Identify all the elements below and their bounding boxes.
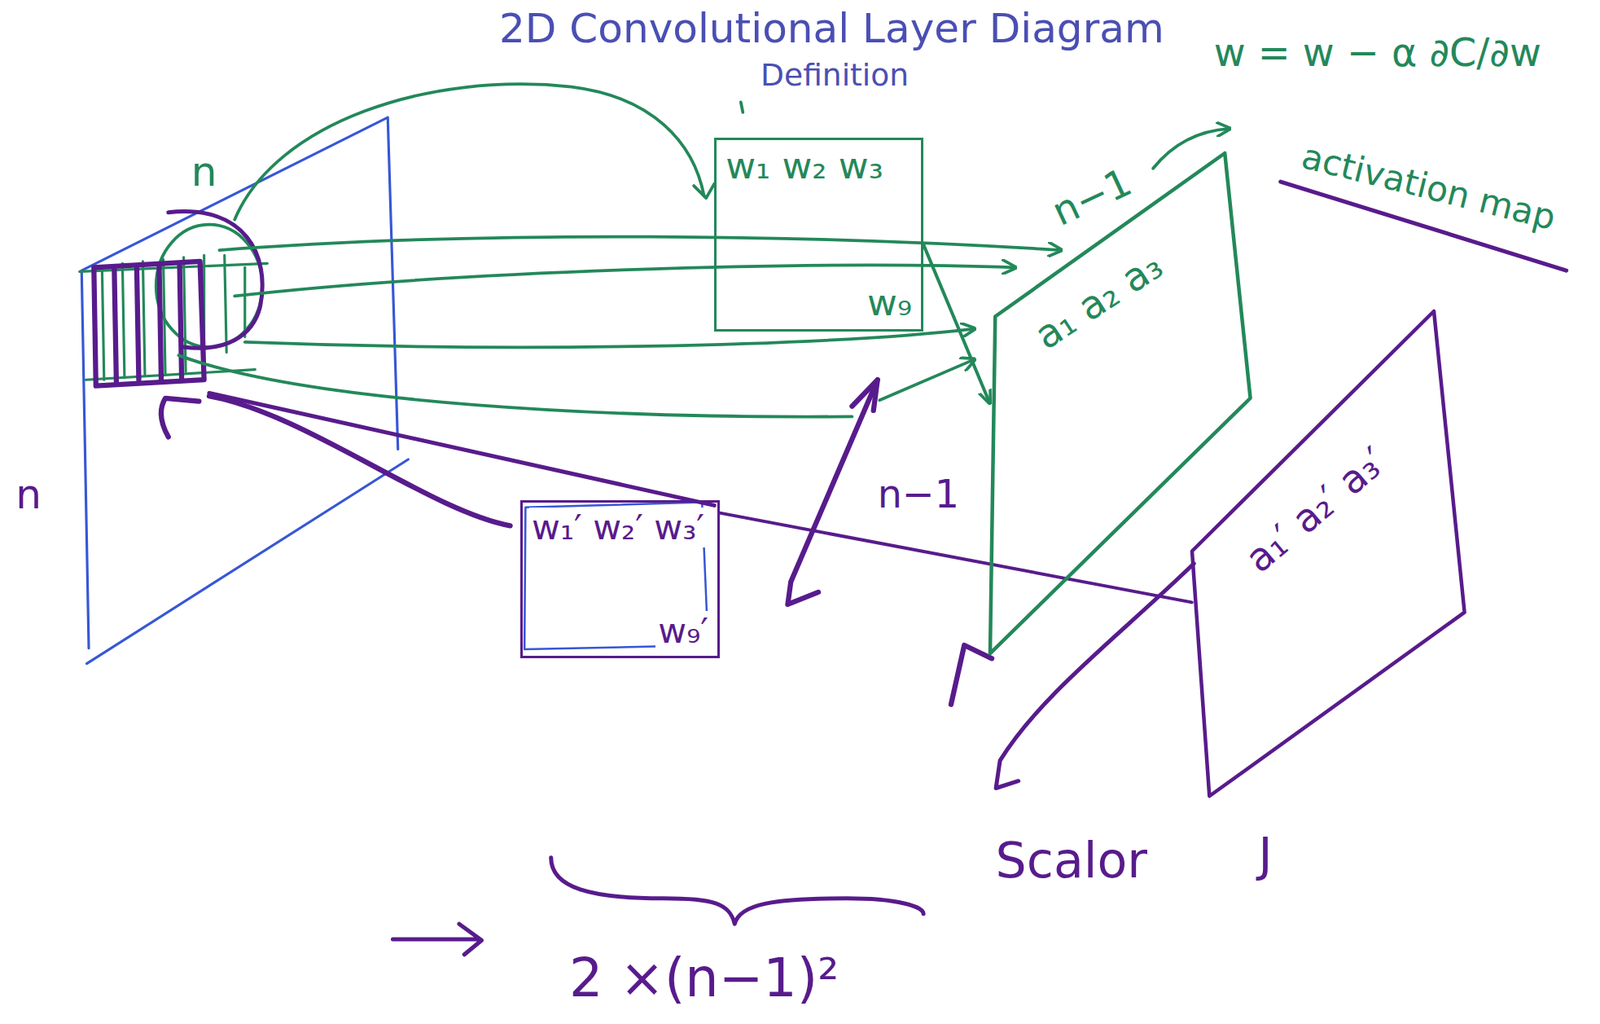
connector [923, 244, 991, 404]
slide-subtitle: Definition [758, 57, 912, 93]
dimension-arrow-head [951, 644, 992, 705]
dimension-label: n [13, 470, 44, 518]
patch-box [93, 261, 204, 386]
annotation: activation map [1295, 135, 1562, 238]
weight-text: w₁′ w₂′ w₃′ [529, 507, 707, 548]
activation-values: a₁′ a₂′ a₃′ [1235, 437, 1398, 584]
activation-map-plane: a₁ a₂ a₃ [990, 153, 1251, 654]
dimension-arrow-head [851, 379, 877, 411]
patch-grid [113, 263, 182, 382]
activation-values: a₁ a₂ a₃ [1025, 242, 1174, 360]
backprop-arrow-head [161, 398, 200, 438]
weight-text: w₁ w₂ w₃ [723, 144, 886, 188]
projection-line [879, 359, 975, 400]
annotation: J [1256, 828, 1276, 882]
formula: 2 ×(n−1)² [566, 946, 842, 1009]
pointer-arrow [392, 923, 482, 955]
tick-mark [740, 101, 744, 113]
activation-map-outline [990, 153, 1251, 654]
plane-outline-layer [990, 153, 1251, 654]
annotation: Scalor [993, 832, 1150, 889]
weight-arc [234, 83, 704, 220]
update-rule: w = w − α ∂C/∂w [1211, 30, 1544, 76]
weight-text: w₉′ [655, 610, 711, 651]
slide-title: 2D Convolutional Layer Diagram [496, 4, 1167, 53]
patch-outline [168, 211, 263, 349]
brace [551, 857, 924, 924]
dimension-arrow [787, 379, 877, 605]
sketch-strokes [79, 83, 1567, 955]
weight-text: w₉ [864, 281, 915, 325]
patch-grid [101, 254, 245, 380]
weight-arc-head [693, 184, 715, 199]
backprop-arrow [209, 395, 511, 526]
activation-map-plane: a₁′ a₂′ a₃′ [1192, 311, 1465, 796]
plane-outline-layer [1192, 311, 1465, 796]
projection-line [219, 236, 1061, 251]
projection-line [209, 392, 715, 505]
activation-map-outline [1192, 311, 1465, 796]
dimension-label: n−1 [875, 472, 962, 518]
dimension-arrow [1152, 128, 1230, 169]
patch-grid [79, 263, 268, 380]
filter-box: w₁ w₂ w₃ w₉ [714, 137, 924, 332]
filter-box: w₁′ w₂′ w₃′ w₉′ [520, 499, 720, 658]
dimension-label: n [188, 148, 220, 196]
